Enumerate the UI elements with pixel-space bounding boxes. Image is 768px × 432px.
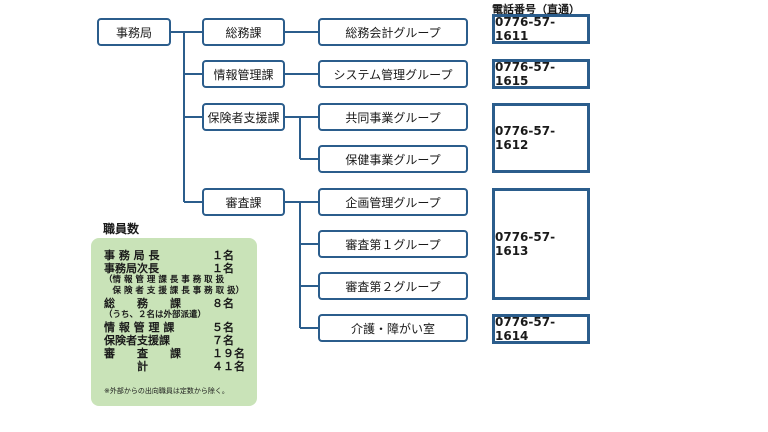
org-box-group-shinsa-1: 審査第１グループ <box>318 230 468 258</box>
staff-value: １９名 <box>212 347 245 360</box>
staff-label: 事 務 局 長 <box>104 249 160 262</box>
staff-value: １名 <box>212 262 234 275</box>
staff-row: 事務局次長 １名 <box>104 262 257 275</box>
org-box-group-kyoudou: 共同事業グループ <box>318 103 468 131</box>
staff-value: ７名 <box>212 334 234 347</box>
staff-value: ４１名 <box>212 360 245 373</box>
org-box-group-kikaku: 企画管理グループ <box>318 188 468 216</box>
phone-header: 電話番号（直通） <box>492 3 580 16</box>
phone-box-soumu: 0776-57-1611 <box>492 14 590 44</box>
org-box-section-shinsa: 審査課 <box>202 188 285 216</box>
staff-label: 計 <box>104 360 148 373</box>
phone-box-hokensha: 0776-57-1612 <box>492 103 590 173</box>
org-box-section-soumu: 総務課 <box>202 18 285 46</box>
staff-row: 計 ４１名 <box>104 360 257 373</box>
staff-note: ※外部からの出向職員は定数から除く。 <box>104 387 229 395</box>
staff-value: １名 <box>212 249 234 262</box>
staff-value: ８名 <box>212 297 234 310</box>
org-box-section-hokensha: 保険者支援課 <box>202 103 285 131</box>
staff-value: ５名 <box>212 321 234 334</box>
staff-label: （うち、２名は外部派遣） <box>104 310 207 320</box>
staff-row: 情 報 管 理 課 ５名 <box>104 321 257 334</box>
staff-panel: 事 務 局 長 １名 事務局次長 １名 （情 報 管 理 課 長 事 務 取 扱 保… <box>91 238 257 406</box>
staff-row: （情 報 管 理 課 長 事 務 取 扱 <box>104 275 257 286</box>
staff-label: 保険者支援課 <box>104 334 170 347</box>
staff-label: 事務局次長 <box>104 262 159 275</box>
org-box-section-jouhou: 情報管理課 <box>202 60 285 88</box>
staff-label: （情 報 管 理 課 長 事 務 取 扱 <box>104 275 225 285</box>
staff-row: 総 務 課 ８名 <box>104 297 257 310</box>
phone-box-kaigo: 0776-57-1614 <box>492 314 590 344</box>
org-box-root: 事務局 <box>97 18 171 46</box>
staff-row: 保険者支援課 ７名 <box>104 334 257 347</box>
staff-label: 保 険 者 支 援 課 長 事 務 取 扱） <box>104 286 245 296</box>
staff-row: 審 査 課 １９名 <box>104 347 257 360</box>
org-box-group-hoken: 保健事業グループ <box>318 145 468 173</box>
staff-row: 保 険 者 支 援 課 長 事 務 取 扱） <box>104 286 257 297</box>
org-box-group-soumu-kaikei: 総務会計グループ <box>318 18 468 46</box>
staff-row: （うち、２名は外部派遣） <box>104 310 257 321</box>
org-box-group-shinsa-2: 審査第２グループ <box>318 272 468 300</box>
phone-box-shinsa: 0776-57-1613 <box>492 188 590 300</box>
staff-title: 職員数 <box>103 222 140 236</box>
org-box-group-system: システム管理グループ <box>318 60 468 88</box>
staff-label: 情 報 管 理 課 <box>104 321 175 334</box>
org-box-group-kaigo: 介護・障がい室 <box>318 314 468 342</box>
phone-box-jouhou: 0776-57-1615 <box>492 59 590 89</box>
staff-label: 総 務 課 <box>104 297 181 310</box>
staff-row: 事 務 局 長 １名 <box>104 249 257 262</box>
staff-label: 審 査 課 <box>104 347 181 360</box>
